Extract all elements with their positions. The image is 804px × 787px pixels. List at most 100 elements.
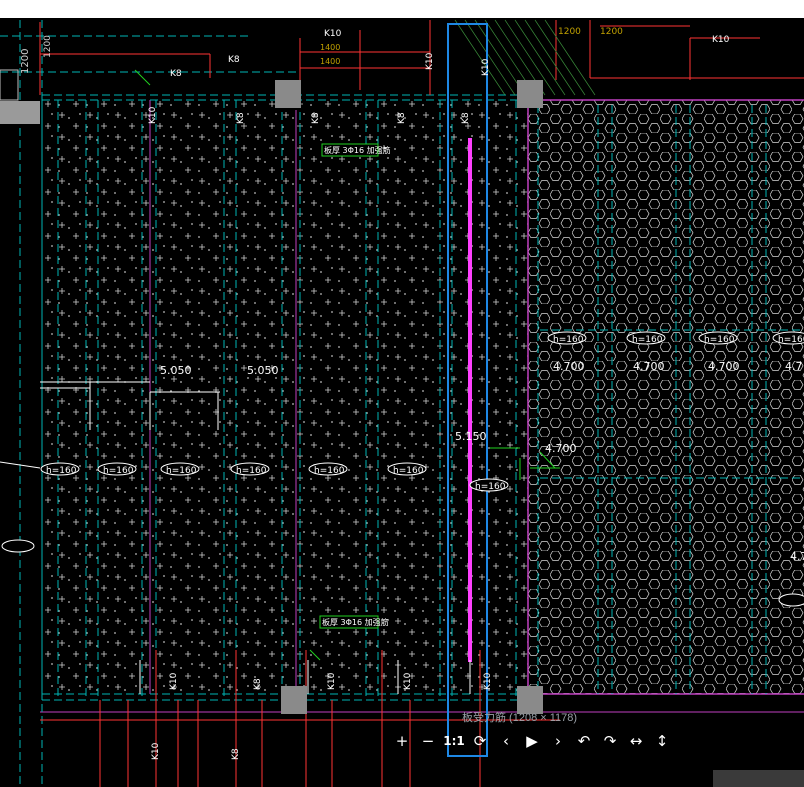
rebar-label: K10 xyxy=(169,672,179,690)
column xyxy=(517,686,543,714)
flip-vertical-icon: ↕ xyxy=(655,732,669,750)
hatch-line xyxy=(464,19,516,96)
elevation-label: 5.050 xyxy=(160,364,192,377)
slab-thickness-tag xyxy=(778,593,804,607)
slab-thickness-tag xyxy=(772,331,804,345)
chevron-right-icon: › xyxy=(555,732,561,750)
slab-thickness-label: h=160 xyxy=(475,482,506,492)
zoom-in-button[interactable]: + xyxy=(392,730,412,752)
note-box xyxy=(319,615,379,629)
column xyxy=(281,686,307,714)
dimension-label: 1200 xyxy=(558,27,581,37)
actual-size-icon: 1:1 xyxy=(443,734,465,748)
next-button[interactable]: › xyxy=(548,730,568,752)
rebar-label: K8 xyxy=(228,55,240,65)
slab-thickness-label: h=160 xyxy=(704,335,735,345)
slab-thickness-tag xyxy=(160,462,200,476)
actual-size-button[interactable]: 1:1 xyxy=(443,730,465,752)
plus-icon: + xyxy=(395,732,409,750)
slab-thickness-tag xyxy=(626,331,666,345)
slab-thickness-label: h=160 xyxy=(166,466,197,476)
slab-thickness-tag xyxy=(387,462,427,476)
chevron-left-icon: ‹ xyxy=(503,732,509,750)
corner-region xyxy=(713,770,804,787)
rebar-label: K10 xyxy=(483,672,493,690)
rebar-label: K10 xyxy=(324,29,342,39)
marker-line xyxy=(309,649,321,661)
column xyxy=(517,80,543,108)
slab-thickness-tag xyxy=(698,331,738,345)
slab-thickness-label: h=160 xyxy=(314,466,345,476)
hatch-line xyxy=(514,19,566,96)
slab-thickness-label: h=160 xyxy=(553,335,584,345)
slab-thickness-tag xyxy=(40,462,80,476)
note-box xyxy=(321,143,379,157)
elevation-label: 5.150 xyxy=(455,430,487,443)
image-caption: 板受力筋 (1208 × 1178) xyxy=(462,712,578,724)
minus-icon: − xyxy=(421,732,435,750)
flip-horizontal-icon: ↔ xyxy=(629,732,643,750)
note-label: 板厚 3Φ16 加强筋 xyxy=(322,617,389,627)
rebar-label: K10 xyxy=(148,106,158,124)
hatch-line xyxy=(524,19,576,96)
rebar-label: K8 xyxy=(253,678,263,690)
slab-hatch-right xyxy=(528,100,804,694)
slab-thickness-label: h=160 xyxy=(46,466,77,476)
dimension-label: 1200 xyxy=(43,35,53,58)
play-button[interactable]: ▶ xyxy=(522,730,542,752)
slab-thickness-label: h=160 xyxy=(103,466,134,476)
elevation-label: 5.050 xyxy=(247,364,279,377)
elevation-label: 4.700 xyxy=(553,360,585,373)
slab-thickness-tag xyxy=(469,478,509,492)
elevation-label: 4.7 xyxy=(785,360,803,373)
rebar-label: K10 xyxy=(425,52,435,70)
refresh-icon: ⟳ xyxy=(473,732,487,750)
viewer-toolbar: +−1:1 ⟳ ‹ ▶ › ↶ ↷ ↔ ↕ xyxy=(392,728,672,754)
rebar-label: K10 xyxy=(403,672,413,690)
hatch-line xyxy=(534,19,586,96)
hatch-line xyxy=(504,19,556,96)
dimension-label: 1400 xyxy=(320,57,340,66)
dimension-label: 1200 xyxy=(600,27,623,37)
hatch-line xyxy=(474,19,526,96)
marker-line xyxy=(134,69,151,86)
slab-thickness-tag xyxy=(547,331,587,345)
rebar-label: K8 xyxy=(170,69,182,79)
reset-button[interactable]: ⟳ xyxy=(470,730,490,752)
slab-thickness-tag xyxy=(308,462,348,476)
hatch-line xyxy=(454,19,506,96)
rotate-left-button[interactable]: ↶ xyxy=(574,730,594,752)
top-edge-region xyxy=(0,0,804,18)
marker-line xyxy=(539,451,556,469)
note-label: 板厚 3Φ16 加强筋 xyxy=(324,145,391,155)
rebar-label: K8 xyxy=(231,748,241,760)
rebar-label: K10 xyxy=(712,35,730,45)
rebar-label: K8 xyxy=(461,112,471,124)
rebar-label: K8 xyxy=(311,112,321,124)
rebar-label: K10 xyxy=(151,742,161,760)
rotate-right-button[interactable]: ↷ xyxy=(600,730,620,752)
column-block xyxy=(0,101,40,124)
slab-thickness-label: h=160 xyxy=(632,335,663,345)
hatch-line xyxy=(544,19,596,96)
rebar-label: K10 xyxy=(481,58,491,76)
rebar-label: K10 xyxy=(327,672,337,690)
rotate-right-icon: ↷ xyxy=(603,732,617,750)
play-icon: ▶ xyxy=(526,732,538,750)
rebar-label: K8 xyxy=(397,112,407,124)
selection-box xyxy=(447,23,488,757)
slab-hatch-left xyxy=(42,100,528,694)
flip-horizontal-button[interactable]: ↔ xyxy=(626,730,646,752)
zoom-out-button[interactable]: − xyxy=(418,730,438,752)
elevation-label: 4.700 xyxy=(633,360,665,373)
flip-vertical-button[interactable]: ↕ xyxy=(652,730,672,752)
column xyxy=(275,80,301,108)
rebar-label: K8 xyxy=(236,112,246,124)
dimension-label: 1200 xyxy=(20,49,31,74)
column-outline xyxy=(0,69,19,101)
previous-button[interactable]: ‹ xyxy=(496,730,516,752)
slab-thickness-tag xyxy=(1,539,35,553)
slab-thickness-label: h=160 xyxy=(778,335,804,345)
